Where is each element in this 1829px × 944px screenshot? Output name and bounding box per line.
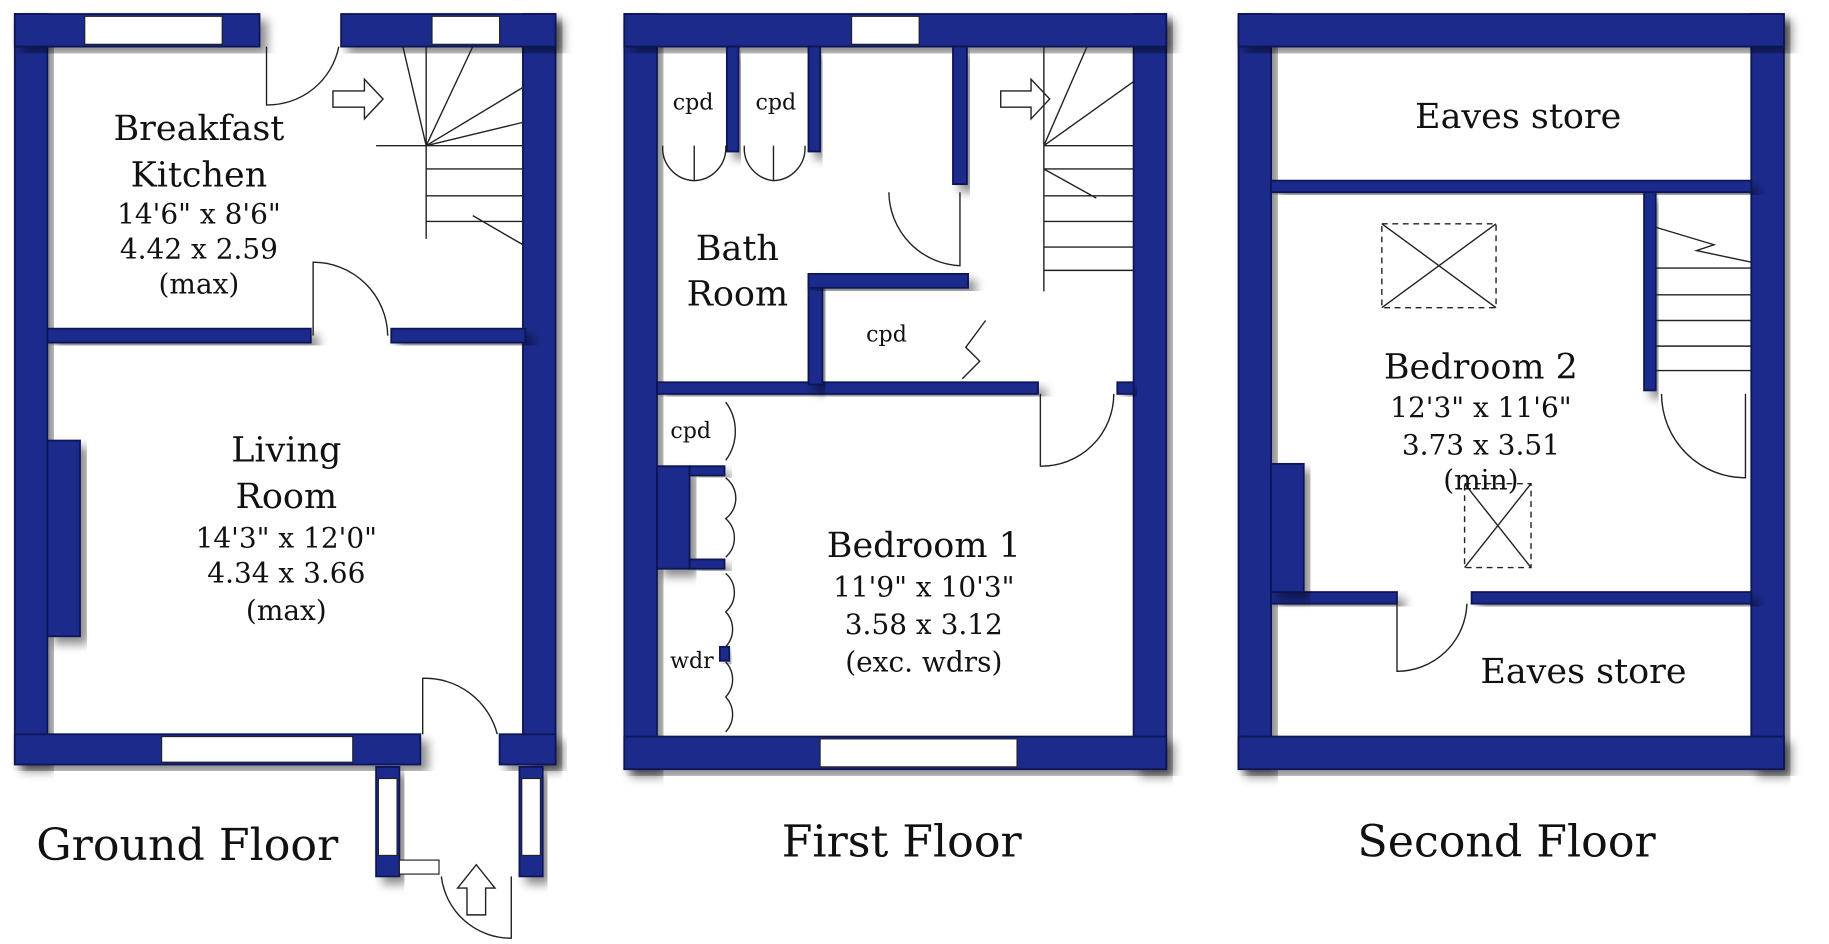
living-metric: 4.34 x 3.66	[207, 557, 365, 590]
skylight	[1381, 223, 1497, 309]
door-swing	[440, 876, 512, 939]
window	[431, 15, 501, 45]
kitchen-name: Kitchen	[131, 155, 268, 195]
staircase	[1043, 46, 1135, 292]
cupboard-label: cpd	[755, 90, 796, 116]
second-floor-plan: Eaves store Eaves store Bedroom 2 12'3" …	[1237, 13, 1785, 868]
skylight	[1463, 482, 1532, 569]
bedroom1-note: (exc. wdrs)	[845, 645, 1002, 678]
living-name: Room	[236, 477, 338, 517]
staircase	[1655, 226, 1752, 372]
kitchen-metric: 4.42 x 2.59	[120, 233, 278, 266]
window	[84, 15, 223, 45]
floor-label: Second Floor	[1357, 817, 1656, 868]
ground-floor-plan: Breakfast Kitchen 14'6" x 8'6" 4.42 x 2.…	[13, 13, 557, 939]
door-swing	[725, 401, 736, 461]
bedroom1-name: Bedroom 1	[827, 526, 1021, 566]
cupboard-label: cpd	[670, 418, 711, 444]
bath-name: Bath	[696, 229, 779, 269]
door-swing	[1396, 603, 1468, 672]
living-name: Living	[231, 431, 341, 471]
arrow-icon	[332, 77, 385, 121]
bath-name: Room	[687, 274, 789, 314]
cupboard-label: cpd	[673, 90, 714, 116]
window	[521, 777, 541, 857]
door-swing	[312, 261, 389, 336]
window	[398, 859, 440, 875]
first-floor-plan: cpd cpd cpd cpd wdr Bath Room Bedroom 1 …	[623, 13, 1168, 868]
window	[377, 777, 398, 857]
window	[850, 15, 920, 45]
door-swing	[421, 677, 498, 735]
window	[819, 738, 1018, 768]
bedroom2-name: Bedroom 2	[1384, 348, 1578, 388]
bedroom2-metric: 3.73 x 3.51	[1402, 429, 1560, 462]
window	[161, 735, 354, 763]
bedroom2-note: (min)	[1443, 463, 1518, 496]
bedroom1-imperial: 11'9" x 10'3"	[833, 571, 1014, 604]
arrow-icon	[456, 863, 497, 916]
eaves-store-label: Eaves store	[1415, 97, 1621, 137]
bedroom2-imperial: 12'3" x 11'6"	[1390, 391, 1571, 424]
kitchen-imperial: 14'6" x 8'6"	[117, 198, 281, 231]
staircase	[376, 46, 524, 246]
eaves-store-label: Eaves store	[1480, 652, 1686, 692]
door-swing	[1039, 393, 1115, 467]
living-note: (max)	[246, 594, 327, 627]
kitchen-name: Breakfast	[113, 109, 284, 149]
wardrobe-label: wdr	[670, 648, 714, 674]
cupboard-door	[961, 320, 987, 380]
door-swing	[265, 46, 340, 106]
cupboard-label: cpd	[866, 321, 907, 347]
wardrobe-doors	[724, 477, 737, 733]
floor-label: Ground Floor	[36, 820, 339, 871]
living-imperial: 14'3" x 12'0"	[196, 522, 377, 555]
cupboard-doors	[662, 145, 806, 182]
door-swing	[888, 192, 961, 267]
kitchen-note: (max)	[159, 268, 240, 301]
floor-label: First Floor	[782, 817, 1023, 868]
arrow-icon	[1000, 77, 1051, 121]
door-swing	[1660, 393, 1747, 479]
bedroom1-metric: 3.58 x 3.12	[845, 608, 1003, 641]
